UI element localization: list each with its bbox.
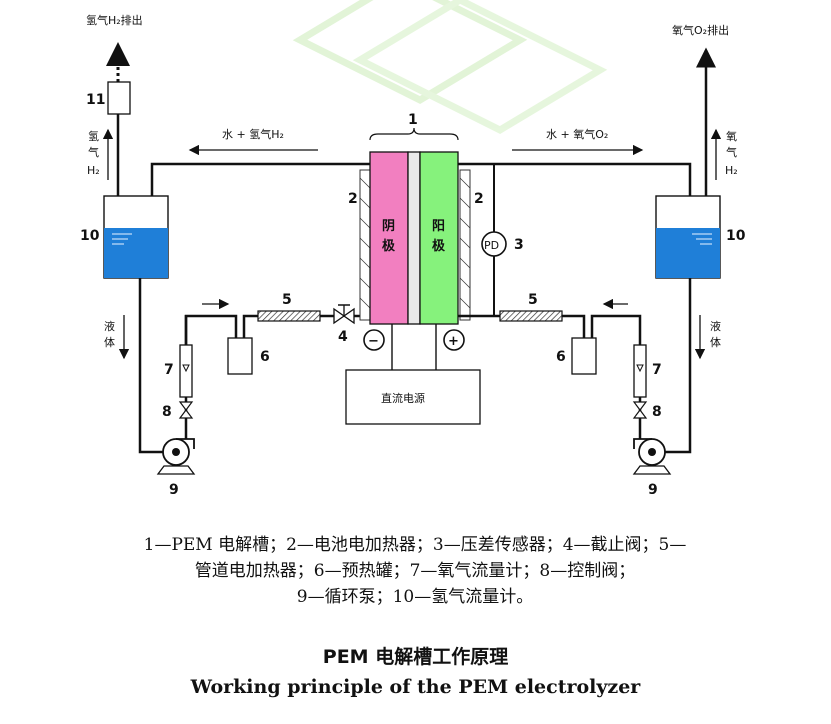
pipe-return-left — [138, 278, 165, 454]
pipe-heater-left — [257, 310, 321, 322]
control-valve-left — [178, 401, 194, 419]
stack-brace — [369, 127, 459, 141]
water-level-right — [656, 228, 720, 278]
water-level-left — [104, 228, 168, 278]
o2-vert-1: 氧 — [726, 129, 737, 143]
label-11: 11 — [86, 92, 105, 108]
liquid-left-2: 体 — [104, 335, 115, 349]
label-10-right: 10 — [726, 228, 746, 244]
label-6-left: 6 — [260, 349, 270, 365]
anode-label-2: 极 — [432, 238, 446, 254]
h2-exhaust-label: 氢气H₂排出 — [86, 13, 143, 27]
minus-sign: − — [368, 334, 379, 349]
membrane — [407, 151, 421, 325]
o2-vert-3: H₂ — [725, 164, 738, 177]
preheat-tank-left — [227, 337, 253, 375]
label-3: 3 — [514, 237, 524, 253]
h2-vert-1: 氢 — [88, 129, 99, 143]
label-5-left: 5 — [282, 292, 292, 308]
label-8-right: 8 — [652, 404, 662, 420]
pipe-heater-right — [499, 310, 563, 322]
figure-title-en: Working principle of the PEM electrolyze… — [190, 676, 641, 698]
flowmeter-right — [633, 344, 647, 398]
cathode-label-2: 极 — [382, 238, 396, 254]
pd-label: PD — [484, 239, 499, 252]
label-2-left: 2 — [348, 191, 358, 207]
pipe-tank-flowmeter-right — [590, 314, 642, 345]
label-4: 4 — [338, 329, 348, 345]
dc-power-label: 直流电源 — [381, 391, 425, 405]
anode-label-1: 阳 — [432, 219, 445, 234]
caption-line-1: 1—PEM 电解槽；2—电池电加热器；3—压差传感器；4—截止阀；5— — [143, 535, 687, 555]
pipe-top-left — [150, 162, 370, 196]
control-valve-right — [632, 401, 648, 419]
watermark-shape — [292, 0, 608, 134]
electrolyzer-stack — [359, 151, 471, 325]
liquid-right-1: 液 — [710, 319, 721, 333]
cathode-chamber — [369, 151, 409, 325]
label-7-right: 7 — [652, 362, 662, 378]
label-5-right: 5 — [528, 292, 538, 308]
pipe-to-preheater-left — [184, 314, 238, 345]
preheat-tank-right — [571, 337, 597, 375]
liquid-right-2: 体 — [710, 335, 721, 349]
dc-power-supply — [345, 369, 481, 425]
pressure-sensor — [481, 231, 507, 257]
electrode-minus — [363, 329, 385, 351]
anode-chamber — [419, 151, 459, 325]
pump-left — [156, 438, 196, 475]
label-9-left: 9 — [169, 482, 179, 498]
separator-tank-right — [655, 195, 721, 279]
water-h2-label: 水 + 氢气H₂ — [222, 127, 284, 141]
h2-vert-3: H₂ — [87, 164, 100, 177]
stop-valve — [333, 304, 355, 325]
label-10-left: 10 — [80, 228, 100, 244]
pipe-return-right — [665, 278, 692, 454]
o2-exhaust-label: 氧气O₂排出 — [672, 23, 729, 37]
pipe-heater-tank-right — [562, 314, 586, 338]
liquid-left-1: 液 — [104, 319, 115, 333]
plus-sign: + — [448, 334, 459, 349]
label-6-right: 6 — [556, 349, 566, 365]
figure-title-zh: PEM 电解槽工作原理 — [322, 646, 509, 668]
pump-right — [632, 438, 672, 475]
pipe-tank-heater-left — [242, 314, 258, 338]
pem-diagram: 氢气H₂排出 11 氢 气 H₂ 10 水 + 氢气H₂ 液 体 9 8 — [80, 0, 746, 498]
label-8-left: 8 — [162, 404, 172, 420]
label-7-left: 7 — [164, 362, 174, 378]
caption-line-3: 9—循环泵；10—氢气流量计。 — [296, 587, 534, 607]
pipe-top-right — [458, 162, 692, 196]
electrode-plus — [443, 329, 465, 351]
h2-vert-2: 气 — [88, 145, 99, 159]
cathode-label-1: 阴 — [382, 219, 395, 234]
component-11-box — [107, 81, 131, 115]
label-2-right: 2 — [474, 191, 484, 207]
o2-vert-2: 气 — [726, 145, 737, 159]
separator-tank-left — [103, 195, 169, 279]
flowmeter-left — [179, 344, 193, 398]
label-9-right: 9 — [648, 482, 658, 498]
caption-line-2: 管道电加热器；6—预热罐；7—氧气流量计；8—控制阀； — [194, 561, 636, 581]
water-o2-label: 水 + 氧气O₂ — [546, 127, 608, 141]
label-1: 1 — [408, 112, 418, 128]
